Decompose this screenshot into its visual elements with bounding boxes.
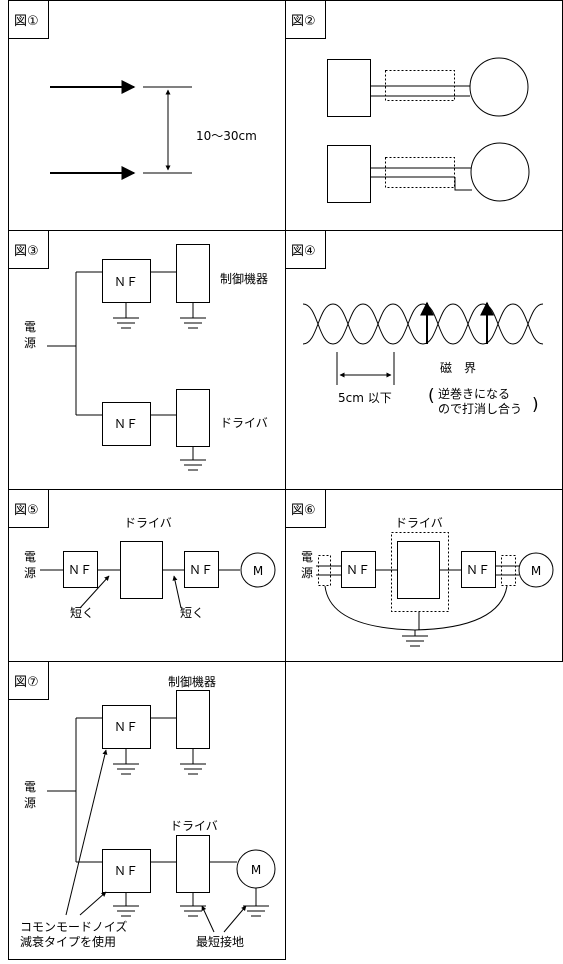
fig4-label: 図④ bbox=[291, 244, 316, 259]
nf-label: ＮＦ bbox=[346, 563, 370, 577]
fig1-label: 図① bbox=[14, 14, 39, 29]
distance-label: 10～30cm bbox=[196, 129, 257, 143]
panel-fig4-frame bbox=[285, 230, 563, 490]
power-label-bottom: 源 bbox=[24, 566, 36, 580]
power-label-bottom: 源 bbox=[24, 336, 36, 350]
nf-label: ＮＦ bbox=[466, 563, 490, 577]
common-mode-label-line2: 減衰タイプを使用 bbox=[20, 934, 116, 949]
nf-box-control bbox=[102, 259, 151, 303]
nf-box-output bbox=[461, 551, 496, 588]
motor-label: M bbox=[251, 863, 261, 877]
fig3-diagram: 電 源 ＮＦ 制御機器 ＮＦ ドライバ bbox=[24, 244, 268, 471]
motor-label: M bbox=[531, 564, 541, 578]
nf-label: ＮＦ bbox=[114, 417, 138, 431]
nf-box-driver bbox=[102, 849, 151, 893]
box-lower bbox=[327, 145, 371, 203]
motor-circle bbox=[518, 552, 554, 588]
fig5-tag: 図⑤ bbox=[8, 489, 49, 528]
control-device-box bbox=[176, 690, 210, 749]
nf-box-control bbox=[102, 705, 151, 749]
fig5-label: 図⑤ bbox=[14, 503, 39, 518]
power-label-top: 電 bbox=[301, 550, 313, 564]
shortest-ground-arrow-1 bbox=[201, 905, 215, 933]
nf-label: ＮＦ bbox=[68, 563, 92, 577]
short-arrow-left bbox=[79, 575, 110, 609]
twisted-wire-b bbox=[302, 303, 544, 345]
driver-label: ドライバ bbox=[395, 516, 443, 530]
dotted-cable-lower bbox=[385, 157, 455, 188]
driver-label: ドライバ bbox=[170, 819, 218, 833]
fig6-diagram: ドライバ 電 源 ＮＦ ＮＦ M bbox=[301, 516, 554, 647]
fig5-diagram: ドライバ 電 源 ＮＦ ＮＦ M 短く 短く bbox=[24, 516, 276, 620]
motor-circle-lower bbox=[470, 142, 530, 202]
fig2-diagram bbox=[327, 57, 530, 203]
power-label-top: 電 bbox=[24, 320, 36, 334]
nf-box-driver bbox=[102, 402, 151, 446]
dotted-shield-output bbox=[501, 555, 516, 586]
short-label-left: 短く bbox=[70, 606, 94, 620]
nf-label: ＮＦ bbox=[189, 563, 213, 577]
shortest-ground-label: 最短接地 bbox=[196, 934, 244, 949]
fig7-diagram: 制御機器 電 源 ＮＦ ドライバ ＮＦ M bbox=[20, 674, 276, 949]
power-label-top: 電 bbox=[24, 780, 36, 794]
fig2-label: 図② bbox=[291, 14, 316, 29]
short-label-right: 短く bbox=[180, 606, 204, 620]
fig3-label: 図③ bbox=[14, 244, 39, 259]
fig1-tag: 図① bbox=[8, 0, 49, 39]
nf-box-output bbox=[184, 551, 219, 588]
common-mode-label-line1: コモンモードノイズ bbox=[20, 919, 127, 934]
control-device-label: 制御機器 bbox=[220, 271, 268, 286]
control-device-label: 制御機器 bbox=[168, 674, 216, 689]
fig4-tag: 図④ bbox=[285, 230, 326, 269]
nf-box-input bbox=[341, 551, 376, 588]
dotted-shield-driver bbox=[391, 532, 449, 612]
box-upper bbox=[327, 59, 371, 117]
motor-label: M bbox=[253, 564, 263, 578]
control-device-box bbox=[176, 244, 210, 303]
driver-box bbox=[176, 389, 210, 447]
nf-label: ＮＦ bbox=[114, 720, 138, 734]
fig6-tag: 図⑥ bbox=[285, 489, 326, 528]
fig7-tag: 図⑦ bbox=[8, 661, 49, 700]
driver-box bbox=[397, 541, 440, 599]
fig7-label: 図⑦ bbox=[14, 675, 39, 690]
cancel-label-line2: ので打消し合う bbox=[438, 401, 522, 416]
driver-box bbox=[176, 835, 210, 893]
shortest-ground-arrow-2 bbox=[223, 905, 247, 933]
nf-box-input bbox=[63, 551, 98, 588]
common-mode-arrow-1 bbox=[65, 749, 108, 916]
dotted-shield-input bbox=[318, 555, 331, 586]
fig3-tag: 図③ bbox=[8, 230, 49, 269]
paren-left: ( bbox=[428, 386, 435, 406]
nf-label: ＮＦ bbox=[114, 275, 138, 289]
panel-fig1-frame bbox=[8, 0, 286, 231]
paren-right: ) bbox=[532, 395, 539, 415]
pitch-label: 5cm 以下 bbox=[338, 391, 392, 405]
driver-label: ドライバ bbox=[124, 516, 172, 530]
driver-label: ドライバ bbox=[220, 416, 268, 430]
magnetic-field-label: 磁 界 bbox=[440, 360, 476, 375]
fig2-tag: 図② bbox=[285, 0, 326, 39]
cancel-label-line1: 逆巻きになる bbox=[438, 386, 510, 401]
fig6-label: 図⑥ bbox=[291, 503, 316, 518]
motor-circle bbox=[240, 552, 276, 588]
power-label-bottom: 源 bbox=[24, 796, 36, 810]
driver-box bbox=[120, 541, 163, 599]
fig1-diagram: 10～30cm bbox=[50, 80, 257, 180]
power-label-bottom: 源 bbox=[301, 566, 313, 580]
nf-label: ＮＦ bbox=[114, 864, 138, 878]
common-mode-arrow-2 bbox=[79, 891, 107, 916]
fig4-diagram: 5cm 以下 磁 界 ( 逆巻きになる ので打消し合う ) bbox=[302, 301, 544, 416]
short-arrow-right bbox=[172, 575, 182, 609]
motor-circle-upper bbox=[469, 57, 529, 117]
power-label-top: 電 bbox=[24, 550, 36, 564]
